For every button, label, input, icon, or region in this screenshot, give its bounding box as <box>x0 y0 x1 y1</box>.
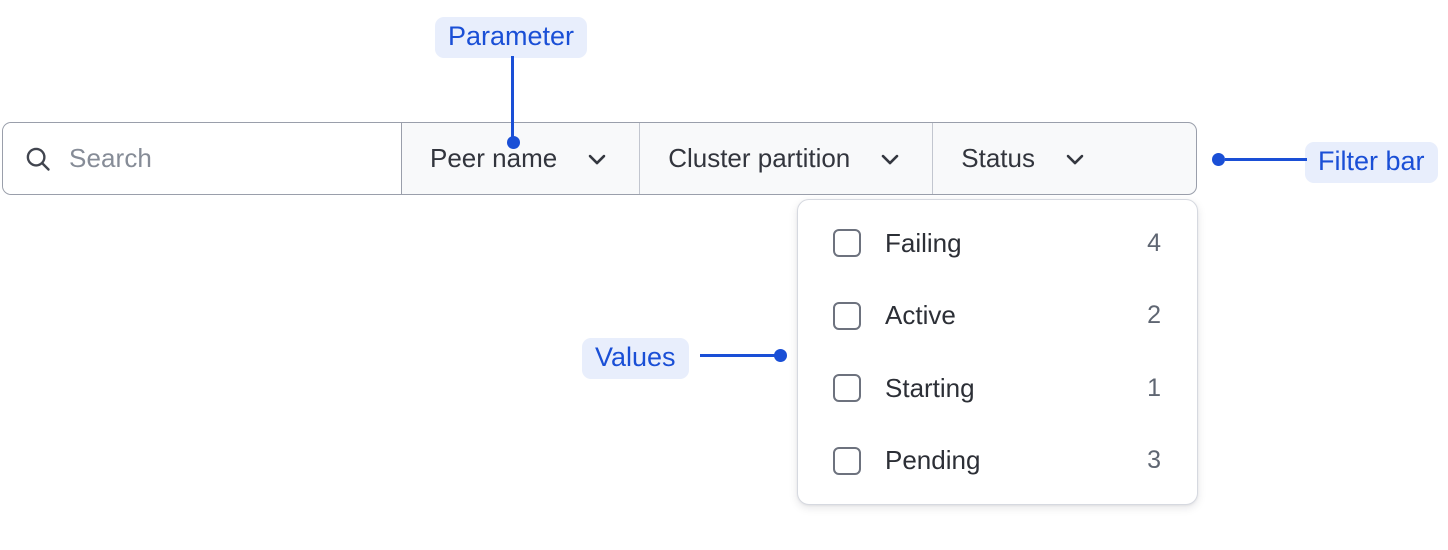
option-count: 2 <box>1147 301 1161 330</box>
annotation-parameter: Parameter <box>435 17 588 59</box>
checkbox-active[interactable] <box>833 301 861 330</box>
filter-bar[interactable]: Search Peer name Cluster partition Statu… <box>2 122 1197 195</box>
option-label: Active <box>885 300 956 331</box>
list-item[interactable]: Starting 1 <box>833 366 1161 410</box>
filter-label-cluster-partition: Cluster partition <box>668 143 851 173</box>
search-input[interactable]: Search <box>3 123 402 194</box>
annotation-filter-bar: Filter bar <box>1305 142 1438 184</box>
option-count: 4 <box>1147 228 1161 257</box>
filter-cell-peer-name[interactable]: Peer name <box>402 123 641 194</box>
checkbox-pending[interactable] <box>833 446 861 475</box>
option-count: 3 <box>1147 446 1161 475</box>
option-label: Pending <box>885 445 981 476</box>
annotation-leader-line <box>700 354 782 357</box>
filter-cell-cluster-partition[interactable]: Cluster partition <box>640 123 934 194</box>
search-icon <box>23 144 53 174</box>
annotation-leader-line <box>511 56 514 142</box>
chevron-down-icon[interactable] <box>876 145 904 173</box>
checkbox-starting[interactable] <box>833 374 861 403</box>
annotation-leader-dot <box>774 349 787 362</box>
list-item[interactable]: Pending 3 <box>833 439 1161 483</box>
option-count: 1 <box>1147 373 1161 402</box>
annotation-values: Values <box>582 338 689 380</box>
filter-cell-status[interactable]: Status <box>933 123 1117 194</box>
search-placeholder: Search <box>69 143 152 173</box>
option-label: Failing <box>885 227 962 258</box>
chevron-down-icon[interactable] <box>1061 145 1089 173</box>
chevron-down-icon[interactable] <box>583 145 611 173</box>
filter-label-status: Status <box>961 143 1035 173</box>
filter-label-peer-name: Peer name <box>430 143 558 173</box>
checkbox-failing[interactable] <box>833 229 861 257</box>
dropdown-panel: Failing 4 Active 2 Starting 1 Pending 3 <box>797 199 1198 505</box>
annotation-leader-line <box>1225 158 1307 161</box>
annotation-leader-dot <box>1212 153 1225 166</box>
annotation-leader-dot <box>507 136 520 149</box>
list-item[interactable]: Failing 4 <box>833 221 1161 265</box>
option-label: Starting <box>885 372 975 403</box>
list-item[interactable]: Active 2 <box>833 294 1161 338</box>
